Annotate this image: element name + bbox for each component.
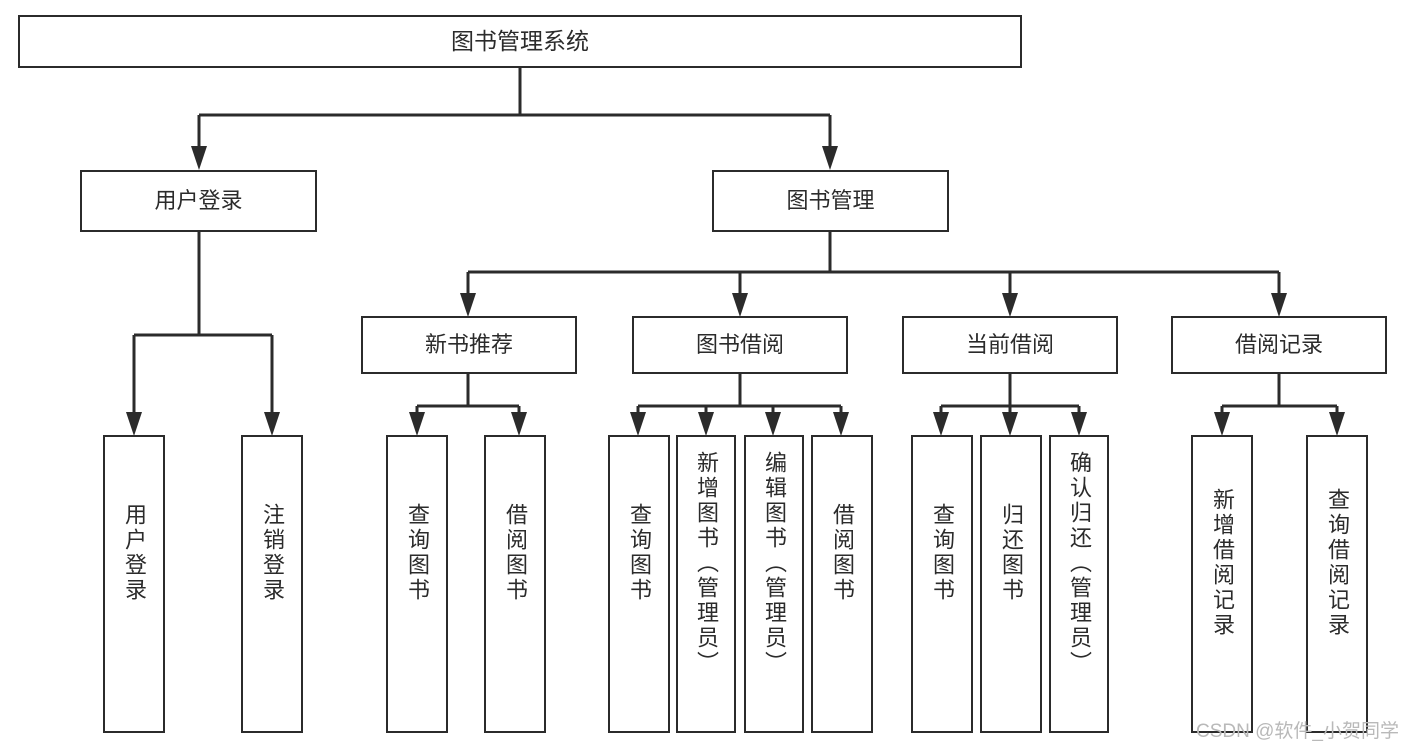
arrowhead-nbr-1 xyxy=(409,412,425,436)
arrowhead-br-2 xyxy=(1329,412,1345,436)
arrowhead-cb-2 xyxy=(1002,412,1018,436)
node-leaf-confirm-return-label: 确认归还（管理员） xyxy=(1067,451,1092,676)
arrowhead-bb-1 xyxy=(630,412,646,436)
node-leaf-borrow-book-2[interactable]: 借阅图书 xyxy=(811,435,873,733)
node-leaf-query-book-2-label: 查询图书 xyxy=(627,503,652,603)
node-leaf-logout-login-label: 注销登录 xyxy=(260,503,285,603)
arrowhead-bb-2 xyxy=(698,412,714,436)
node-borrow-record[interactable]: 借阅记录 xyxy=(1171,316,1387,374)
node-leaf-borrow-book-1-label: 借阅图书 xyxy=(503,503,528,603)
arrowhead-br-1 xyxy=(1214,412,1230,436)
arrowhead-leaf-1 xyxy=(126,412,142,436)
node-leaf-user-login-label: 用户登录 xyxy=(122,503,147,603)
node-leaf-edit-book[interactable]: 编辑图书（管理员） xyxy=(744,435,804,733)
node-book-manage-label: 图书管理 xyxy=(786,188,875,214)
node-leaf-query-book-2[interactable]: 查询图书 xyxy=(608,435,670,733)
node-book-borrow-label: 图书借阅 xyxy=(695,332,784,358)
node-leaf-query-record-label: 查询借阅记录 xyxy=(1325,488,1350,638)
arrowhead-cb-3 xyxy=(1071,412,1087,436)
node-leaf-logout-login[interactable]: 注销登录 xyxy=(241,435,303,733)
node-root-label: 图书管理系统 xyxy=(451,28,589,55)
node-current-borrow[interactable]: 当前借阅 xyxy=(902,316,1118,374)
node-leaf-user-login[interactable]: 用户登录 xyxy=(103,435,165,733)
node-borrow-record-label: 借阅记录 xyxy=(1234,332,1323,358)
node-leaf-borrow-book-1[interactable]: 借阅图书 xyxy=(484,435,546,733)
arrowhead-nbr xyxy=(460,293,476,317)
arrowhead-book-manage xyxy=(822,146,838,170)
node-leaf-query-book-3-label: 查询图书 xyxy=(930,503,955,603)
arrowhead-bb-3 xyxy=(765,412,781,436)
node-leaf-confirm-return[interactable]: 确认归还（管理员） xyxy=(1049,435,1109,733)
node-leaf-add-book-label: 新增图书（管理员） xyxy=(694,451,719,676)
arrowhead-bb-4 xyxy=(833,412,849,436)
node-user-login-label: 用户登录 xyxy=(154,188,243,214)
node-leaf-return-book-label: 归还图书 xyxy=(999,503,1024,603)
node-book-manage[interactable]: 图书管理 xyxy=(712,170,949,232)
node-leaf-add-book[interactable]: 新增图书（管理员） xyxy=(676,435,736,733)
arrowhead-br xyxy=(1271,293,1287,317)
arrowhead-user-login xyxy=(191,146,207,170)
node-leaf-add-record[interactable]: 新增借阅记录 xyxy=(1191,435,1253,733)
node-current-borrow-label: 当前借阅 xyxy=(965,332,1054,358)
arrowhead-bb xyxy=(732,293,748,317)
node-leaf-query-book-3[interactable]: 查询图书 xyxy=(911,435,973,733)
node-new-book-recommend[interactable]: 新书推荐 xyxy=(361,316,577,374)
node-leaf-add-record-label: 新增借阅记录 xyxy=(1210,488,1235,638)
node-book-borrow[interactable]: 图书借阅 xyxy=(632,316,848,374)
node-leaf-edit-book-label: 编辑图书（管理员） xyxy=(762,451,787,676)
arrowhead-cb xyxy=(1002,293,1018,317)
node-leaf-return-book[interactable]: 归还图书 xyxy=(980,435,1042,733)
arrowhead-nbr-2 xyxy=(511,412,527,436)
arrowhead-cb-1 xyxy=(933,412,949,436)
node-leaf-borrow-book-2-label: 借阅图书 xyxy=(830,503,855,603)
node-leaf-query-book-1-label: 查询图书 xyxy=(405,503,430,603)
watermark: CSDN @软件_小贺同学 xyxy=(1196,721,1399,742)
arrowhead-leaf-2 xyxy=(264,412,280,436)
node-user-login[interactable]: 用户登录 xyxy=(80,170,317,232)
node-leaf-query-record[interactable]: 查询借阅记录 xyxy=(1306,435,1368,733)
node-new-book-recommend-label: 新书推荐 xyxy=(424,332,513,358)
node-root[interactable]: 图书管理系统 xyxy=(18,15,1022,68)
node-leaf-query-book-1[interactable]: 查询图书 xyxy=(386,435,448,733)
